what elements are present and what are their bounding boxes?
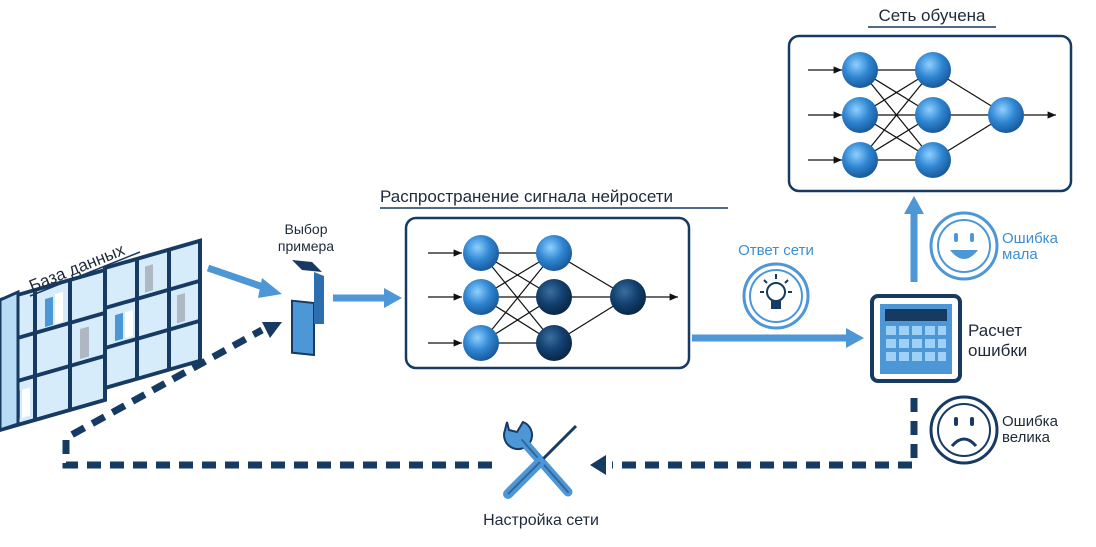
error-small-label-2: мала	[1002, 246, 1038, 263]
book-icon	[291, 260, 324, 357]
sad-face-icon	[929, 395, 999, 465]
arrow-db-to-book	[206, 264, 282, 298]
tools-icon	[503, 420, 578, 499]
tuning-label: Настройка сети	[483, 512, 599, 529]
error-calc-label-2: ошибки	[968, 341, 1027, 360]
error-large-label-2: велика	[1002, 429, 1051, 446]
happy-face-icon	[929, 211, 999, 281]
error-small-label-1: Ошибка	[1002, 230, 1059, 247]
arrow-network-to-calc	[692, 328, 864, 348]
dashed-arrow-head-book	[262, 322, 282, 338]
lightbulb-icon	[742, 262, 810, 330]
dashed-return-path	[62, 326, 918, 469]
propagation-title: Распространение сигнала нейросети	[380, 187, 673, 206]
select-example-label-2: примера	[278, 238, 334, 254]
calculator-keys	[886, 326, 946, 361]
error-large-label-1: Ошибка	[1002, 413, 1059, 430]
calculator-icon	[870, 294, 962, 383]
database-shelves	[0, 238, 202, 433]
select-example-label-1: Выбор	[285, 221, 328, 237]
arrow-calc-to-trained	[904, 196, 924, 282]
dashed-arrow-head-left	[590, 455, 606, 475]
arrow-book-to-network	[333, 288, 402, 308]
propagation-network-nodes	[463, 235, 646, 361]
database-label-underline	[29, 251, 141, 297]
error-calc-label-1: Расчет	[968, 321, 1022, 340]
trained-network-nodes	[842, 52, 1024, 178]
trained-title: Сеть обучена	[878, 6, 986, 25]
network-answer-label: Ответ сети	[738, 242, 814, 259]
